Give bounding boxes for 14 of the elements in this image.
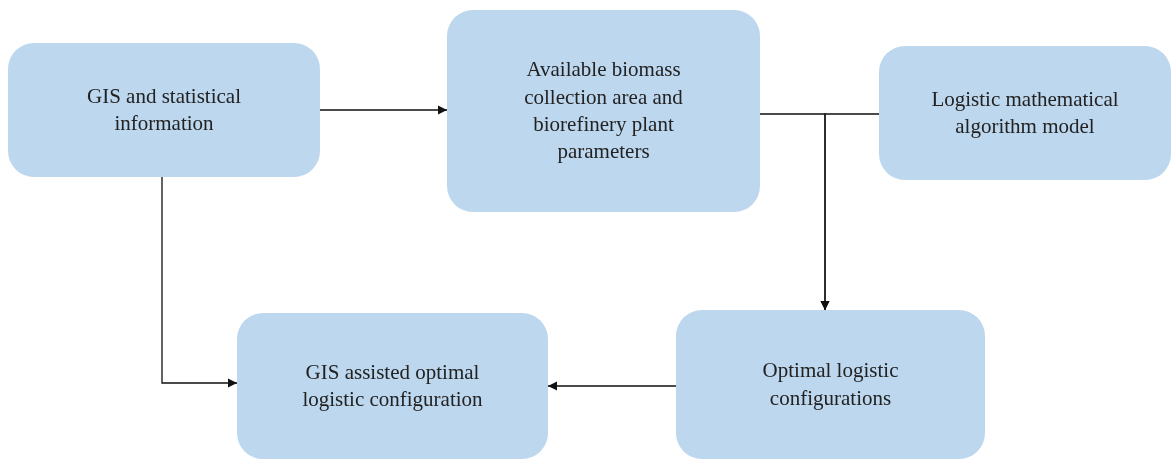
box-label: Available biomass collection area and biorefinery plant parameters [523,56,684,166]
box-label: Logistic mathematical algorithm model [930,85,1120,140]
process-box [237,313,548,459]
box-label: GIS and statistical information [86,82,242,137]
box-label: Optimal logistic configurations [761,357,900,412]
arrow [820,113,880,311]
arrow [547,381,677,391]
arrow [319,105,448,115]
process-box [8,43,320,177]
process-box [879,46,1171,180]
box-label: GIS assisted optimal logistic configuration [301,358,484,413]
arrow [161,176,238,388]
process-box [676,310,985,459]
process-box [447,10,760,212]
